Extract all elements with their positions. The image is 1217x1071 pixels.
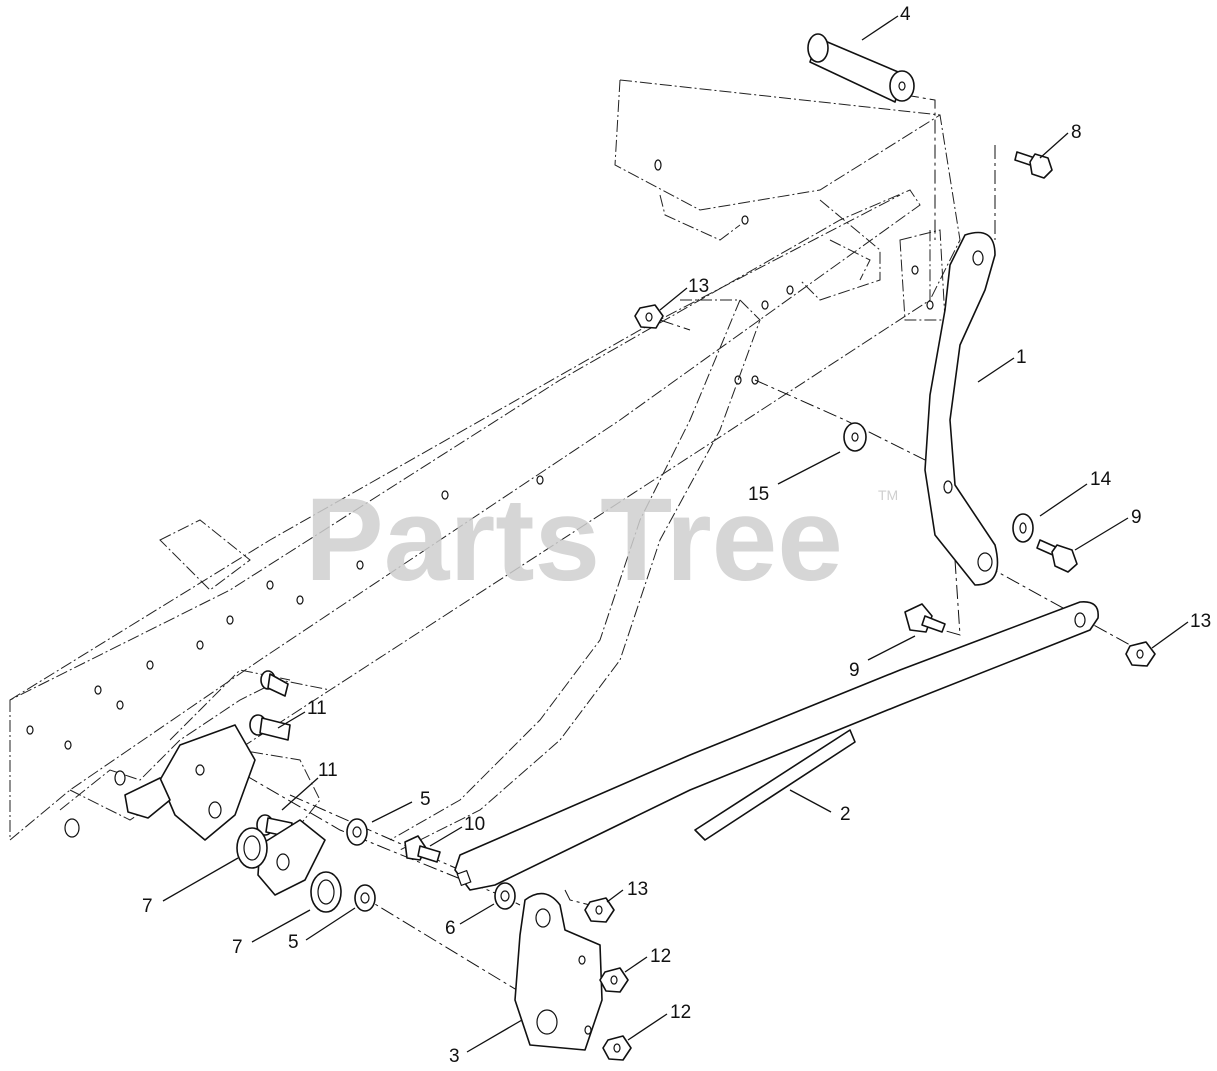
callout-part-5-upper: 5 bbox=[420, 789, 431, 810]
callout-part-8: 8 bbox=[1071, 122, 1082, 143]
callout-part-12-upper: 12 bbox=[650, 946, 671, 967]
frame-holes bbox=[26, 159, 934, 750]
callout-part-13-right: 13 bbox=[1190, 611, 1211, 632]
callout-part-10: 10 bbox=[464, 814, 485, 835]
callout-part-7-lower: 7 bbox=[232, 937, 243, 958]
part-5-bushing-upper bbox=[346, 818, 368, 846]
callout-part-14: 14 bbox=[1090, 469, 1112, 490]
callout-part-11-lower: 11 bbox=[318, 760, 338, 781]
part-9-bolt-left bbox=[904, 603, 946, 633]
part-6-bushing bbox=[494, 882, 516, 910]
leader-lines bbox=[162, 15, 1189, 1053]
callout-part-12-lower: 12 bbox=[670, 1002, 691, 1023]
pivot-bracket bbox=[64, 724, 326, 896]
callout-part-3: 3 bbox=[449, 1046, 460, 1067]
part-1-upper-link bbox=[924, 231, 999, 586]
part-12-nut-lower bbox=[602, 1035, 632, 1061]
part-15-washer bbox=[843, 422, 867, 452]
part-3-bracket-plate bbox=[514, 892, 603, 1051]
part-13-nut-bottom bbox=[584, 897, 615, 923]
part-8-bolt bbox=[1014, 151, 1053, 179]
callout-part-11-upper: 11 bbox=[307, 698, 327, 719]
part-7-washer-lower bbox=[310, 871, 342, 913]
callout-part-9-left: 9 bbox=[849, 660, 860, 681]
part-9-bolt-right bbox=[1036, 539, 1078, 573]
callout-part-15: 15 bbox=[748, 484, 769, 505]
part-13-nut-top bbox=[634, 304, 664, 329]
callout-part-7-upper: 7 bbox=[142, 896, 153, 917]
callout-part-13-top: 13 bbox=[688, 276, 709, 297]
watermark-text: PartsTree bbox=[305, 474, 843, 606]
callout-labels: 4 8 13 1 15 14 9 13 9 11 11 5 10 2 7 7 5… bbox=[142, 4, 1211, 1067]
part-7-washer-upper bbox=[236, 827, 268, 869]
callout-part-2: 2 bbox=[840, 804, 851, 825]
part-12-nut-upper bbox=[599, 967, 629, 993]
watermark: PartsTree TM bbox=[305, 474, 898, 606]
frame-pin bbox=[260, 670, 289, 697]
part-4-sleeve bbox=[807, 33, 915, 103]
callout-part-4: 4 bbox=[900, 4, 911, 25]
part-10-bolt bbox=[404, 835, 441, 863]
frame-phantom-outline bbox=[9, 79, 961, 861]
watermark-trademark: TM bbox=[878, 487, 898, 503]
part-13-nut-right bbox=[1125, 641, 1156, 667]
callout-part-6: 6 bbox=[445, 918, 456, 939]
callout-part-9-right: 9 bbox=[1131, 507, 1142, 528]
callout-part-1: 1 bbox=[1016, 347, 1027, 368]
part-11-bolt-upper bbox=[249, 714, 291, 741]
part-2-lower-arm bbox=[454, 601, 1099, 891]
callout-part-5-lower: 5 bbox=[288, 932, 299, 953]
part-5-bushing-lower bbox=[354, 884, 376, 912]
callout-part-13-bottom: 13 bbox=[627, 879, 648, 900]
part-14-washer bbox=[1012, 513, 1034, 543]
